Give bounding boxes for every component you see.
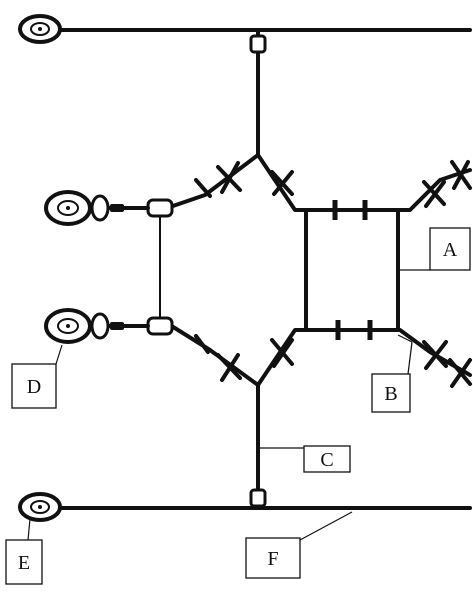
label-a-text: A [443,239,458,261]
bottom-trunk [249,383,267,510]
label-e-text: E [18,552,30,574]
label-d-text: D [27,376,41,398]
top-left-terminal [18,14,62,44]
leader-lines [27,269,430,541]
label-b-text: B [384,383,397,405]
label-c: C [303,445,351,473]
label-f: F [245,537,301,579]
upper-right-branch [256,153,472,220]
lower-left-branch [168,323,260,387]
upper-left-branch [168,153,260,209]
label-c-text: C [320,449,333,471]
label-e: E [5,539,43,585]
label-f-text: F [267,548,278,570]
top-trunk [249,28,267,157]
lower-right-branch [256,320,472,388]
lower-left-plug [44,308,150,344]
label-b: B [371,373,411,413]
label-d: D [11,363,57,409]
upper-left-plug [44,190,150,226]
label-a: A [429,227,471,271]
left-connector-column [146,198,174,336]
bottom-left-terminal [18,492,62,522]
